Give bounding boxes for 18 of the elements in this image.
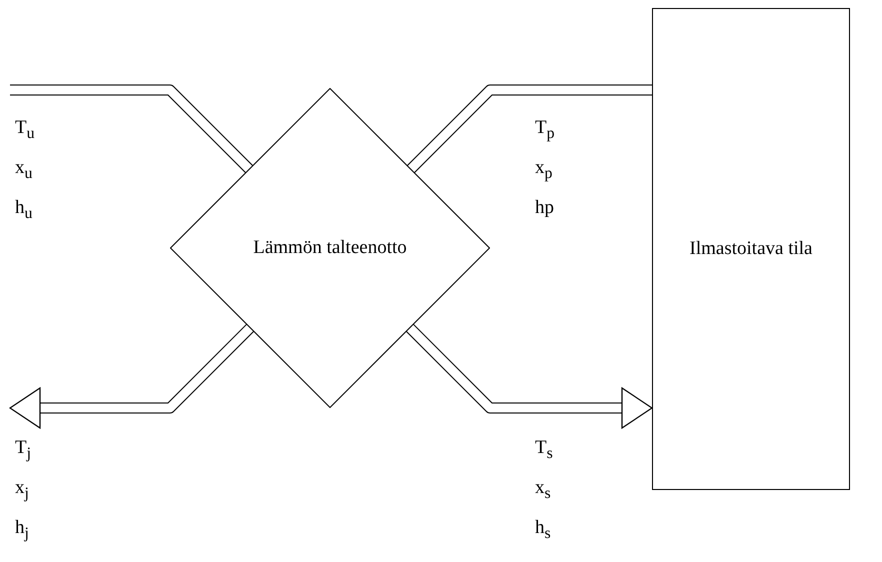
variable-label: T$_{p}$: [535, 118, 555, 142]
variable-label: x$_{j}$: [15, 478, 29, 502]
variable-label: T$_{s}$: [535, 438, 553, 462]
variable-label: h$_{j}$: [15, 518, 29, 542]
variable-label: x$_{s}$: [535, 478, 551, 502]
duct-arrow: [406, 324, 653, 429]
variable-label: h$_{s}$: [535, 518, 551, 542]
duct-arrow: [9, 324, 254, 429]
process-diamond: [170, 88, 490, 408]
variable-label: x$_{p}$: [535, 158, 552, 182]
node-label: Lämmön talteenotto: [253, 237, 407, 259]
variable-label: hp: [535, 198, 554, 217]
variable-label: x$_{u}$: [15, 158, 32, 182]
node-label: Ilmastoitava tila: [690, 238, 812, 260]
variable-label: T$_{j}$: [15, 438, 32, 462]
variable-label: h$_{u}$: [15, 198, 32, 222]
variable-label: T$_{u}$: [15, 118, 35, 142]
room-box: [652, 8, 850, 490]
